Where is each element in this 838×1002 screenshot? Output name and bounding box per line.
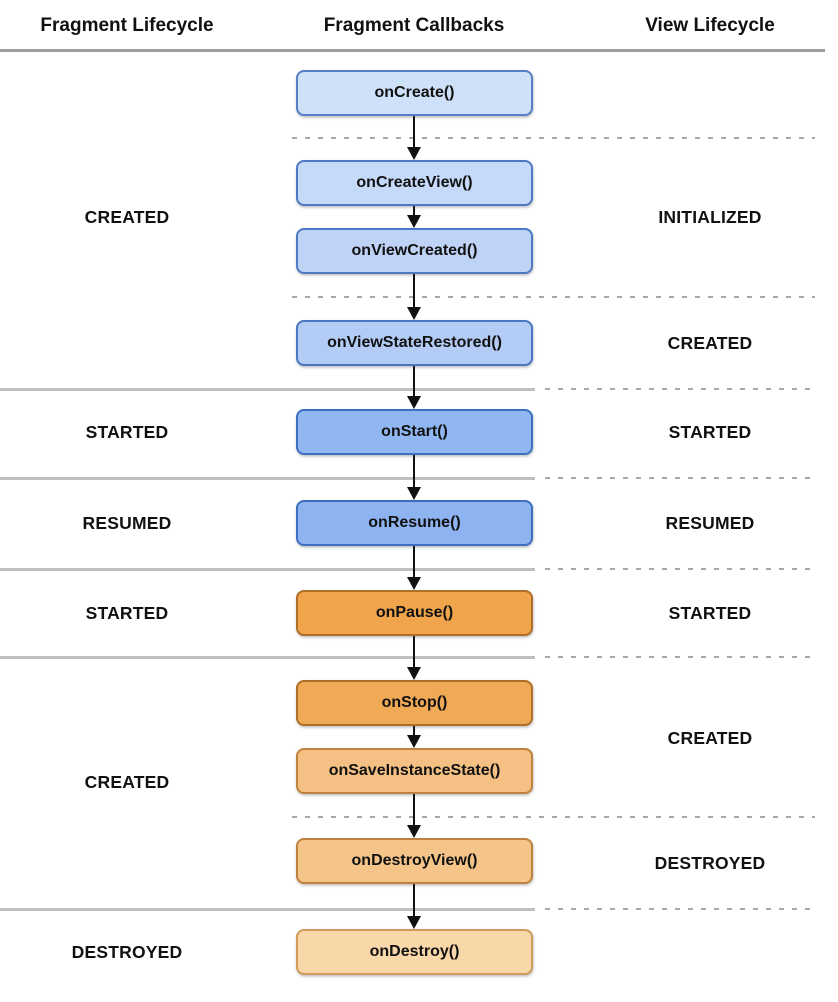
callback-box-onstart: onStart()	[296, 409, 533, 455]
fragment-state-separator-dashed-tail	[545, 388, 815, 390]
fragment-state-separator-dashed-tail	[545, 568, 815, 570]
fragment-state-label: RESUMED	[82, 513, 172, 533]
view-state-label: CREATED	[667, 728, 753, 748]
column-header-fragment-lifecycle: Fragment Lifecycle	[40, 15, 214, 36]
fragment-state-separator-solid	[0, 656, 535, 659]
view-state-label: STARTED	[668, 422, 752, 442]
view-state-label: INITIALIZED	[658, 207, 762, 227]
fragment-state-label: CREATED	[84, 207, 170, 227]
flow-arrow-stem	[413, 546, 415, 585]
callback-box-onstop: onStop()	[296, 680, 533, 726]
callback-box-oncreate: onCreate()	[296, 70, 533, 116]
fragment-state-separator-dashed-tail	[545, 477, 815, 479]
fragment-state-separator-dashed-tail	[545, 656, 815, 658]
callback-box-onresume: onResume()	[296, 500, 533, 546]
callback-label: onCreateView()	[356, 174, 473, 191]
column-header-fragment-callbacks: Fragment Callbacks	[323, 15, 505, 36]
callback-label: onPause()	[375, 604, 454, 621]
flow-arrow-head-icon	[407, 147, 421, 160]
flow-arrow-stem	[413, 726, 415, 743]
callback-label: onViewStateRestored()	[327, 334, 502, 351]
callback-box-onviewcreated: onViewCreated()	[296, 228, 533, 274]
callback-label: onViewCreated()	[351, 242, 478, 259]
fragment-state-label: STARTED	[85, 422, 169, 442]
flow-arrow-head-icon	[407, 577, 421, 590]
callback-label: onCreate()	[374, 84, 455, 101]
callback-label: onDestroyView()	[351, 852, 478, 869]
fragment-state-separator-dashed-tail	[545, 908, 815, 910]
view-state-separator-dashed	[292, 816, 815, 818]
view-state-separator-dashed	[292, 137, 815, 139]
header-separator-line	[0, 49, 825, 52]
callback-label: onResume()	[368, 514, 461, 531]
flow-arrow-head-icon	[407, 487, 421, 500]
fragment-state-separator-solid	[0, 908, 535, 911]
flow-arrow-head-icon	[407, 735, 421, 748]
fragment-state-label: CREATED	[84, 772, 170, 792]
flow-arrow-head-icon	[407, 396, 421, 409]
callback-box-onviewstaterestored: onViewStateRestored()	[296, 320, 533, 366]
view-state-label: DESTROYED	[654, 853, 766, 873]
callback-box-ondestroy: onDestroy()	[296, 929, 533, 975]
callback-box-oncreateview: onCreateView()	[296, 160, 533, 206]
flow-arrow-stem	[413, 794, 415, 833]
flow-arrow-stem	[413, 206, 415, 223]
flow-arrow-stem	[413, 116, 415, 155]
callback-label: onStart()	[381, 423, 448, 440]
view-state-label: STARTED	[668, 603, 752, 623]
view-state-label: CREATED	[667, 333, 753, 353]
callback-box-ondestroyview: onDestroyView()	[296, 838, 533, 884]
fragment-state-label: STARTED	[85, 603, 169, 623]
flow-arrow-stem	[413, 636, 415, 675]
fragment-state-separator-solid	[0, 388, 535, 391]
flow-arrow-head-icon	[407, 916, 421, 929]
flow-arrow-head-icon	[407, 825, 421, 838]
flow-arrow-stem	[413, 366, 415, 404]
flow-arrow-head-icon	[407, 307, 421, 320]
flow-arrow-stem	[413, 455, 415, 495]
fragment-state-separator-solid	[0, 568, 535, 571]
fragment-state-label: DESTROYED	[71, 942, 183, 962]
callback-box-onpause: onPause()	[296, 590, 533, 636]
callback-label: onSaveInstanceState()	[328, 762, 501, 779]
callback-label: onDestroy()	[369, 943, 460, 960]
flow-arrow-stem	[413, 274, 415, 315]
fragment-state-separator-solid	[0, 477, 535, 480]
flow-arrow-head-icon	[407, 215, 421, 228]
flow-arrow-head-icon	[407, 667, 421, 680]
view-state-label: RESUMED	[665, 513, 755, 533]
callback-label: onStop()	[381, 694, 448, 711]
view-state-separator-dashed	[292, 296, 815, 298]
callback-box-onsaveinstancestate: onSaveInstanceState()	[296, 748, 533, 794]
flow-arrow-stem	[413, 884, 415, 924]
column-header-view-lifecycle: View Lifecycle	[645, 15, 775, 36]
